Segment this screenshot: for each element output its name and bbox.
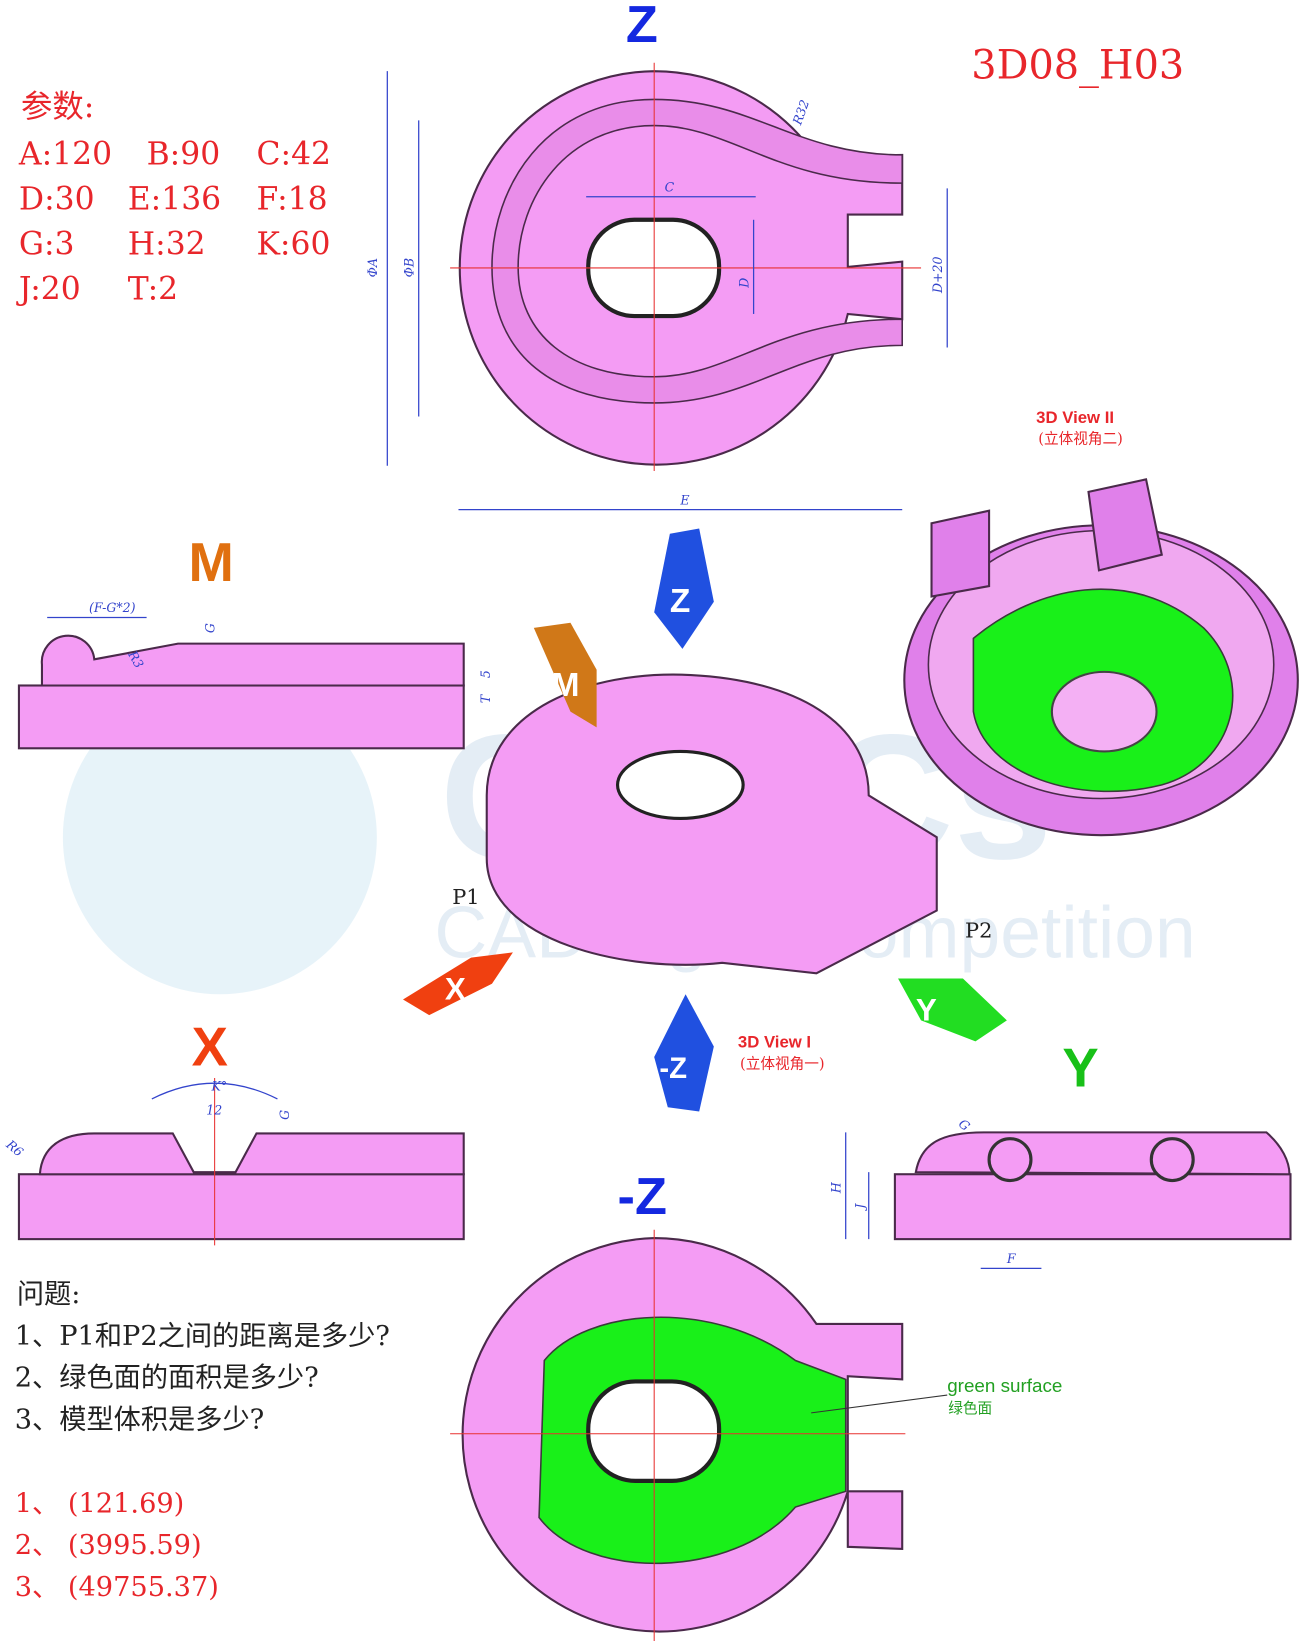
svg-text:D:30: D:30	[19, 181, 95, 217]
view-label-neg-z: -Z	[618, 1168, 667, 1226]
arrow-x: X	[403, 952, 513, 1016]
x-side-view: K° 12 G R6	[3, 1077, 465, 1246]
y-side-view: H J F G	[828, 1116, 1292, 1270]
svg-text:12: 12	[206, 1103, 222, 1118]
arrow-m: M	[533, 622, 597, 728]
svg-text:T: T	[478, 693, 493, 703]
arrow-z: Z	[654, 528, 714, 649]
svg-text:问题:: 问题:	[17, 1279, 81, 1310]
svg-text:ΦA: ΦA	[365, 258, 380, 277]
svg-text:R32: R32	[789, 98, 812, 128]
svg-text:G: G	[277, 1110, 292, 1120]
view-label-z: Z	[626, 0, 658, 54]
svg-text:T:2: T:2	[128, 271, 178, 307]
svg-text:G: G	[956, 1116, 973, 1134]
green-surface-label-cn: 绿色面	[948, 1400, 992, 1417]
svg-text:K:60: K:60	[256, 226, 330, 262]
point-p1: P1	[452, 885, 479, 909]
svg-text:ΦB: ΦB	[401, 258, 416, 278]
svg-text:C:42: C:42	[256, 136, 331, 172]
svg-text:J:20: J:20	[16, 271, 81, 307]
svg-text:F:18: F:18	[256, 181, 327, 217]
svg-text:K°: K°	[210, 1079, 227, 1094]
questions-block: 问题: 1、P1和P2之间的距离是多少? 2、绿色面的面积是多少? 3、模型体积…	[15, 1279, 390, 1436]
svg-text:D+20: D+20	[930, 256, 945, 294]
view-label-m: M	[188, 532, 233, 593]
green-surface-label: green surface	[947, 1375, 1062, 1396]
svg-text:1、 (121.69): 1、 (121.69)	[15, 1488, 185, 1519]
parameters-block: 参数: A:120 B:90 C:42 D:30 E:136 F:18 G:3 H:32 K…	[16, 89, 331, 307]
bottom-view	[450, 1229, 906, 1641]
svg-text:F: F	[1006, 1251, 1017, 1266]
svg-text:Y: Y	[916, 992, 937, 1027]
arrow-y: Y	[898, 978, 1007, 1042]
svg-text:X: X	[445, 971, 466, 1006]
3d-view-1: P1 P2	[452, 673, 992, 975]
svg-text:M: M	[552, 667, 580, 704]
svg-text:5: 5	[478, 670, 493, 678]
svg-text:C: C	[665, 180, 675, 195]
svg-text:2、 (3995.59): 2、 (3995.59)	[15, 1530, 202, 1561]
svg-text:(F-G*2): (F-G*2)	[89, 600, 136, 615]
view-label-x: X	[192, 1016, 228, 1077]
svg-text:G: G	[203, 623, 218, 633]
drawing-title: 3D08_H03	[971, 42, 1184, 88]
svg-text:-Z: -Z	[659, 1052, 687, 1085]
answers-block: 1、 (121.69) 2、 (3995.59) 3、 (49755.37)	[15, 1488, 219, 1603]
svg-text:J: J	[853, 1203, 868, 1212]
arrow-neg-z: -Z	[654, 994, 714, 1112]
svg-text:3、 (49755.37): 3、 (49755.37)	[15, 1572, 219, 1603]
svg-text:参数:: 参数:	[21, 89, 94, 125]
svg-text:H: H	[828, 1181, 843, 1194]
svg-text:2、绿色面的面积是多少?: 2、绿色面的面积是多少?	[15, 1363, 319, 1394]
svg-text:B:90: B:90	[147, 136, 221, 172]
green-surface-leader	[811, 1394, 948, 1414]
svg-text:A:120: A:120	[18, 136, 112, 172]
m-section-view: (F-G*2) G R3 5 T	[17, 600, 493, 750]
svg-text:D: D	[736, 278, 751, 289]
3d-view-2	[903, 478, 1299, 837]
svg-text:1、P1和P2之间的距离是多少?: 1、P1和P2之间的距离是多少?	[15, 1321, 390, 1352]
top-view: ΦA ΦB C D D+20 E R32	[365, 62, 948, 511]
view1-title: 3D View I	[738, 1033, 811, 1052]
svg-text:E: E	[679, 492, 689, 507]
view2-title: 3D View II	[1036, 408, 1114, 427]
svg-text:G:3: G:3	[19, 226, 75, 262]
svg-text:3、模型体积是多少?: 3、模型体积是多少?	[15, 1405, 265, 1436]
svg-text:E:136: E:136	[128, 181, 221, 217]
point-p2: P2	[965, 919, 992, 943]
svg-text:H:32: H:32	[128, 226, 206, 262]
svg-text:R6: R6	[3, 1136, 27, 1159]
view1-subtitle: (立体视角一)	[740, 1056, 825, 1073]
view2-subtitle: (立体视角二)	[1038, 431, 1123, 448]
svg-text:Z: Z	[670, 583, 690, 620]
view-label-y: Y	[1062, 1037, 1098, 1098]
